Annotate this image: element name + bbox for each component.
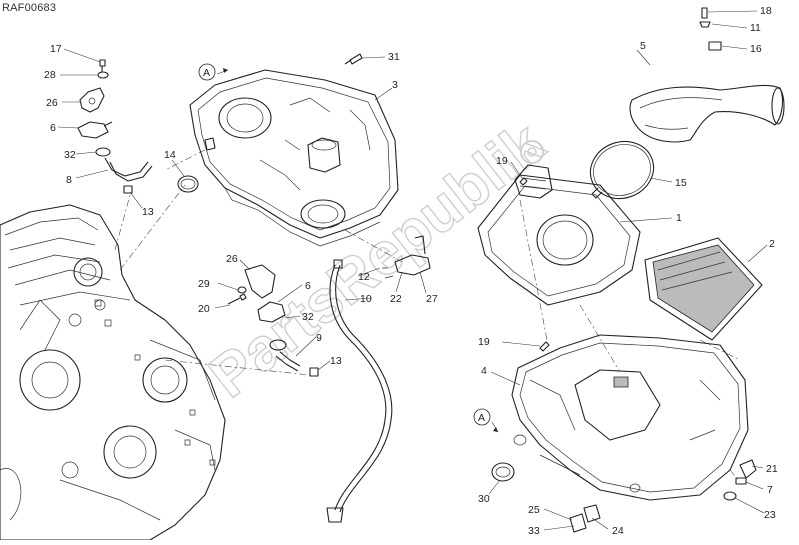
callout-26-mid: 26 xyxy=(226,253,238,265)
callout-12: 12 xyxy=(358,271,370,283)
clamp-15 xyxy=(589,140,655,200)
watermark-gear-icon xyxy=(520,140,544,164)
callout-28: 28 xyxy=(44,69,56,81)
assembly-line xyxy=(119,184,186,271)
callout-22: 22 xyxy=(390,293,402,305)
callout-3: 3 xyxy=(392,79,398,91)
plug-13-mid xyxy=(309,367,319,377)
callout-20: 20 xyxy=(198,303,210,315)
intake-duct-5 xyxy=(629,84,785,143)
callout-32: 32 xyxy=(64,149,76,161)
callout-2: 2 xyxy=(769,238,775,250)
callout-25: 25 xyxy=(528,504,540,516)
sensor-6-left xyxy=(77,121,113,139)
callout-14: 14 xyxy=(164,149,176,161)
plug-13-left xyxy=(123,185,133,194)
callout-26: 26 xyxy=(46,97,58,109)
callout-10: 10 xyxy=(360,293,372,305)
bracket-26-mid xyxy=(244,264,276,299)
callout-11: 11 xyxy=(750,22,761,34)
callout-24: 24 xyxy=(612,525,624,537)
filter-plate-1 xyxy=(477,164,641,306)
assembly-line xyxy=(344,229,403,263)
assembly-line xyxy=(164,359,311,376)
callout-31: 31 xyxy=(388,51,400,63)
callout-19-bottom: 19 xyxy=(478,336,490,348)
sensor-22-27 xyxy=(382,235,431,279)
view-marker-a-top: A xyxy=(198,63,229,81)
sensor-6-mid xyxy=(257,301,286,323)
drain-hose-10 xyxy=(326,259,393,523)
callout-1: 1 xyxy=(676,212,682,224)
screw-20 xyxy=(227,293,247,305)
callout-8: 8 xyxy=(66,174,72,186)
screw-31 xyxy=(344,53,363,65)
callout-30: 30 xyxy=(478,493,490,505)
screw-18-11-16 xyxy=(699,7,722,51)
washer-29 xyxy=(237,286,247,294)
callout-32-mid: 32 xyxy=(302,311,314,323)
callout-29: 29 xyxy=(198,278,210,290)
callout-5: 5 xyxy=(640,40,646,52)
callout-23: 23 xyxy=(764,509,776,521)
callout-6: 6 xyxy=(50,122,56,134)
bracket-26 xyxy=(79,87,105,113)
callout-21: 21 xyxy=(766,463,778,475)
drawing-code: RAF00683 xyxy=(2,2,57,14)
assembly-line xyxy=(699,339,741,361)
assembly-line xyxy=(729,469,739,481)
screw-17 xyxy=(99,59,106,72)
hose-8 xyxy=(104,157,153,182)
clamp-14 xyxy=(177,175,199,193)
callout-27: 27 xyxy=(426,293,438,305)
callout-18: 18 xyxy=(760,5,772,17)
seal-30 xyxy=(491,462,515,482)
callout-4: 4 xyxy=(481,365,487,377)
airbox-lower-4 xyxy=(511,334,749,501)
leader-lines xyxy=(57,10,768,531)
svg-text:A: A xyxy=(478,412,485,424)
callout-13-mid: 13 xyxy=(330,355,342,367)
svg-text:A: A xyxy=(203,67,210,79)
callout-33: 33 xyxy=(528,525,540,537)
air-filter-2 xyxy=(644,237,763,341)
screw-19-top xyxy=(519,177,528,186)
clamp-32-mid xyxy=(269,339,287,351)
assembly-line xyxy=(114,194,131,251)
callout-13: 13 xyxy=(142,206,154,218)
engine-block xyxy=(0,204,226,541)
washer-28 xyxy=(97,71,109,79)
airbox-upper-3 xyxy=(189,69,399,247)
callout-16: 16 xyxy=(750,43,762,55)
valve-24-25-33 xyxy=(569,504,601,533)
watermark: PartsRepublik xyxy=(197,109,557,411)
sensor-7-21-23 xyxy=(723,459,757,501)
callout-15: 15 xyxy=(675,177,687,189)
callout-19-top: 19 xyxy=(496,155,508,167)
assembly-line xyxy=(519,199,549,346)
callout-labels: 17 28 26 6 32 8 13 14 1 2 3 4 5 6 7 10 1… xyxy=(44,5,778,537)
clamp-32-left xyxy=(95,147,111,157)
screw-19-bottom xyxy=(539,341,550,352)
callout-17: 17 xyxy=(50,43,62,55)
callout-9: 9 xyxy=(316,332,322,344)
callout-6-mid: 6 xyxy=(305,280,311,292)
callout-7: 7 xyxy=(767,484,773,496)
assembly-line xyxy=(579,304,621,373)
hose-9 xyxy=(275,351,301,372)
view-marker-a-lower: A xyxy=(473,408,499,433)
